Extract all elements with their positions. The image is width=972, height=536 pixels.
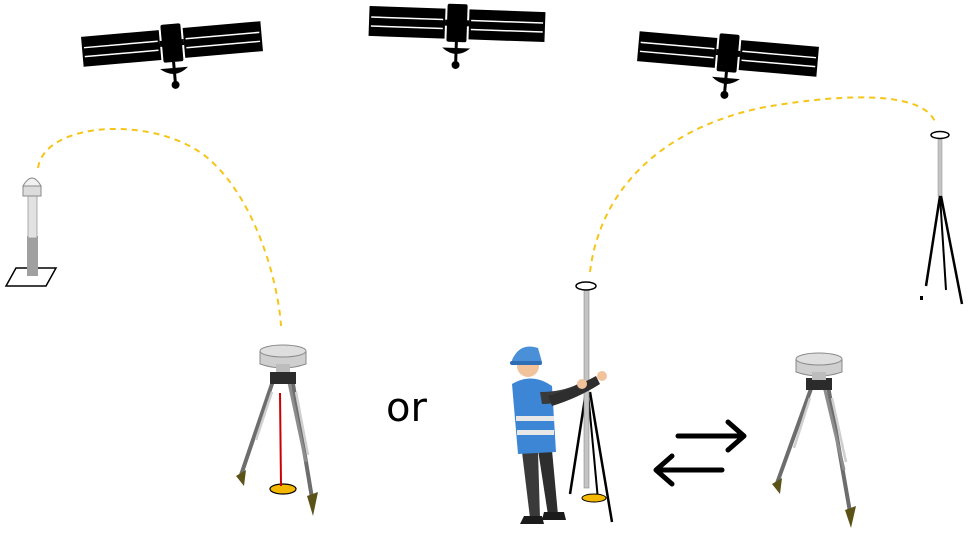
- cors-reference-station-icon: [4, 177, 58, 287]
- radio-link-right: [589, 96, 936, 273]
- satellite-icon: [368, 3, 546, 69]
- tripod-gnss-receiver-icon: [236, 344, 318, 516]
- satellite-icon: [81, 21, 263, 89]
- bidirectional-arrows-icon: [653, 419, 747, 487]
- or-separator: or: [386, 385, 427, 431]
- satellite-icon: [637, 31, 819, 99]
- surveyor-with-rover-pole-icon: [510, 281, 614, 524]
- tripod-gnss-receiver-icon: [772, 352, 856, 528]
- remote-tripod-icon: [920, 130, 964, 305]
- radio-link-left: [37, 128, 282, 327]
